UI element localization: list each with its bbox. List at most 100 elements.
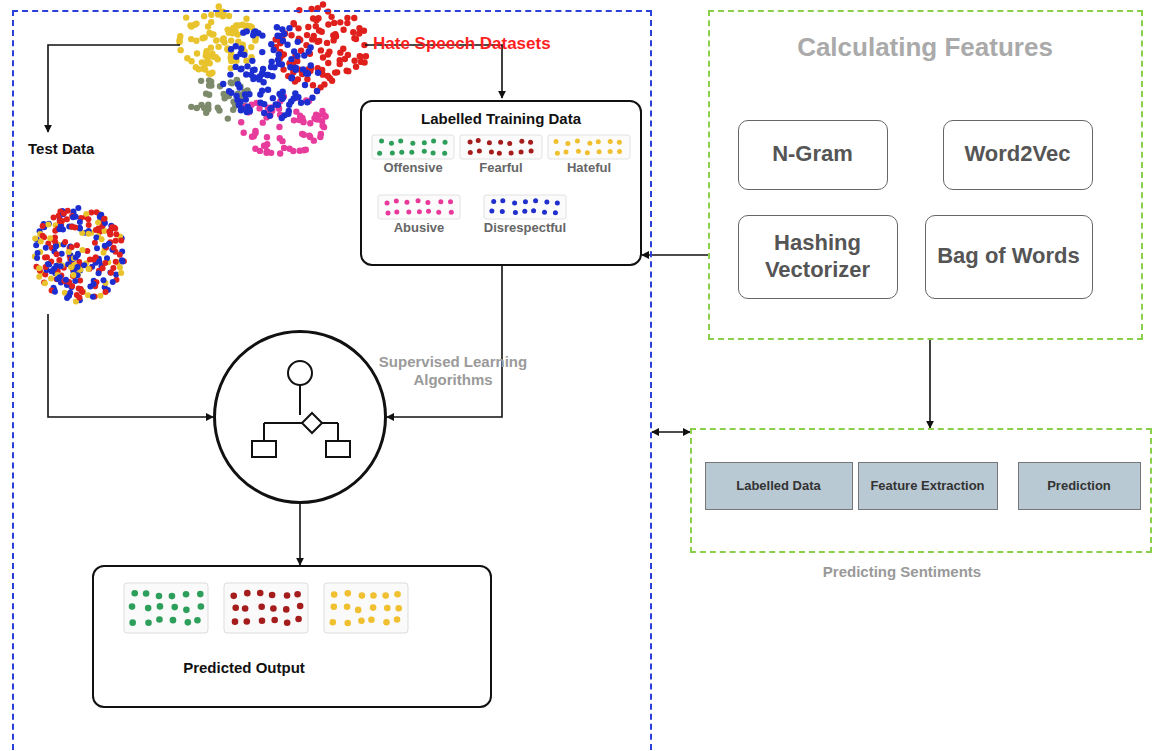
data-dot xyxy=(143,590,150,597)
data-dot xyxy=(394,199,399,204)
data-dot xyxy=(416,198,421,203)
data-dot xyxy=(59,251,65,257)
data-dot xyxy=(379,138,384,143)
data-dot xyxy=(329,78,335,84)
data-dot xyxy=(330,619,337,626)
data-dot xyxy=(523,199,528,204)
data-dot xyxy=(56,257,62,263)
legend-label: Offensive xyxy=(370,160,456,175)
data-dot xyxy=(238,107,244,113)
data-dot xyxy=(48,268,54,274)
data-dot xyxy=(243,96,249,102)
legend-item: Fearful xyxy=(458,134,544,175)
data-dot xyxy=(555,201,560,206)
data-dot xyxy=(331,591,338,598)
data-dot xyxy=(188,36,194,42)
data-dot xyxy=(426,209,431,214)
data-dot xyxy=(244,618,251,625)
data-dot xyxy=(555,151,560,156)
data-dot xyxy=(331,603,338,610)
data-dot xyxy=(70,272,76,278)
flow-arrow xyxy=(48,314,213,417)
data-dot xyxy=(289,74,295,80)
data-dot xyxy=(279,26,285,32)
legend-item: Abusive xyxy=(376,194,462,235)
data-dot xyxy=(406,209,411,214)
data-dot xyxy=(170,617,177,624)
data-dot xyxy=(442,151,447,156)
data-dot xyxy=(145,620,152,627)
data-dot xyxy=(554,139,559,144)
data-dot xyxy=(107,228,113,234)
data-dot xyxy=(345,68,351,74)
data-dot xyxy=(226,13,232,19)
data-dot xyxy=(587,141,592,146)
data-dot xyxy=(83,211,89,217)
data-dot xyxy=(314,88,320,94)
data-dot xyxy=(276,124,282,130)
data-dot xyxy=(468,150,473,155)
output-swatches xyxy=(94,567,490,647)
data-dot xyxy=(585,150,590,155)
data-dot xyxy=(325,51,331,57)
training-data-box: Labelled Training DataOffensiveFearfulHa… xyxy=(360,100,642,266)
data-dot xyxy=(57,274,63,280)
connectors xyxy=(48,255,930,565)
legend-label: Disrespectful xyxy=(470,220,580,235)
data-dot xyxy=(522,209,527,214)
node-label: Predicting Sentiments xyxy=(802,563,1002,581)
data-dot xyxy=(320,1,326,7)
data-dot xyxy=(100,250,106,256)
data-dot xyxy=(45,261,51,267)
data-dot xyxy=(394,616,401,623)
data-dot xyxy=(243,71,249,77)
data-dot xyxy=(302,82,308,88)
data-dot xyxy=(228,37,234,43)
data-dot xyxy=(267,106,273,112)
data-dot xyxy=(52,289,58,295)
data-dot xyxy=(297,603,304,610)
data-dot xyxy=(216,107,222,113)
data-dot xyxy=(184,55,190,61)
data-dot xyxy=(274,24,280,30)
data-dot xyxy=(120,259,126,265)
data-dot xyxy=(304,32,310,38)
prediction-region: Predicting SentimentsLabelled DataFeatur… xyxy=(690,428,1152,553)
data-dot xyxy=(370,604,377,611)
data-dot xyxy=(308,62,314,68)
data-dot xyxy=(232,604,239,611)
data-dot xyxy=(305,70,311,76)
data-dot xyxy=(357,53,363,59)
data-dot xyxy=(48,276,54,282)
data-dot xyxy=(261,110,267,116)
data-dot xyxy=(337,19,343,25)
data-dot xyxy=(342,56,348,62)
data-dot xyxy=(183,591,190,598)
legend-label: Hateful xyxy=(546,160,632,175)
data-dot xyxy=(528,140,533,145)
data-dot xyxy=(101,216,107,222)
data-dot xyxy=(194,617,201,624)
data-dot xyxy=(100,265,106,271)
data-dot xyxy=(185,619,192,626)
data-dot xyxy=(96,270,102,276)
data-dot xyxy=(259,49,265,55)
data-dot xyxy=(194,50,200,56)
data-dot xyxy=(258,603,265,610)
data-dot xyxy=(244,63,250,69)
data-dot xyxy=(111,245,117,251)
data-dot xyxy=(221,95,227,101)
data-dot xyxy=(77,219,83,225)
data-dot xyxy=(252,128,258,134)
data-dot xyxy=(468,139,473,144)
data-dot xyxy=(194,105,200,111)
flow-arrow xyxy=(652,431,690,433)
data-dot xyxy=(299,131,305,137)
data-dot xyxy=(309,95,315,101)
data-dot xyxy=(86,222,92,228)
data-dot xyxy=(95,220,101,226)
data-dot xyxy=(276,61,282,67)
data-dot xyxy=(208,11,214,17)
data-dot xyxy=(58,263,64,269)
data-dot xyxy=(70,273,76,279)
